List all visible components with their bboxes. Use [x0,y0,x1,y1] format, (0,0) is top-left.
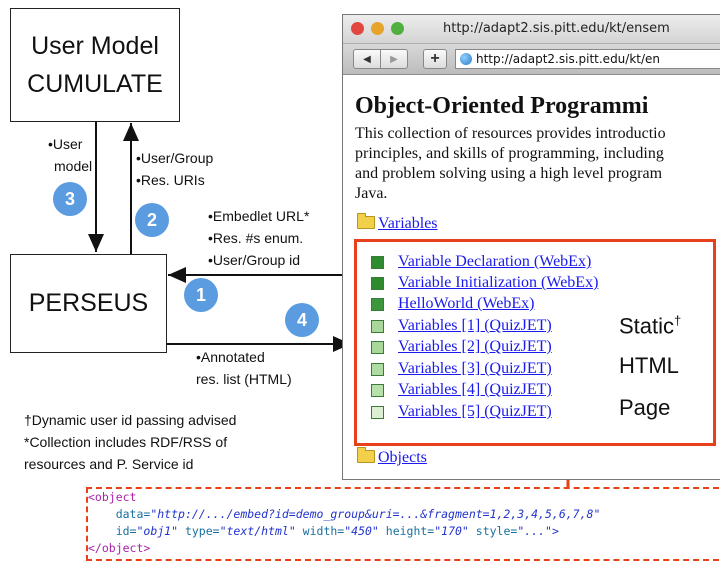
list-item[interactable]: Variables [1] (QuizJET) [371,316,552,336]
dagger-mark: † [674,313,682,328]
list-item[interactable]: HelloWorld (WebEx) [371,294,535,314]
minimize-window-icon[interactable] [371,22,384,35]
user-model-box: User Model CUMULATE [10,8,180,122]
progress-square-icon [371,340,384,354]
globe-icon [460,53,472,65]
description-line-3: and problem solving using a high level p… [355,165,663,182]
user-model-title: User Model [31,32,159,60]
progress-square-icon [371,276,384,290]
static-label-text: Static [619,313,675,339]
folder-variables[interactable]: Variables [357,213,438,233]
label-annotated: •Annotated [196,349,265,365]
step-4-badge: 4 [285,303,319,337]
code-style-value: "..."> [517,524,559,538]
perseus-label: PERSEUS [28,289,149,317]
progress-square-icon [371,255,384,269]
list-item[interactable]: Variables [5] (QuizJET) [371,402,552,422]
code-id-attr: id= [115,524,137,538]
resource-link[interactable]: Variables [3] (QuizJET) [398,360,552,377]
static-label: Static† [619,313,681,339]
html-label: HTML [619,353,679,378]
code-open-tag: <object [88,490,137,504]
code-style-attr: style= [468,524,518,538]
description-line-2: principles, and skills of programming, i… [355,145,664,162]
resource-link[interactable]: Variables [1] (QuizJET) [398,317,552,334]
close-window-icon[interactable] [351,22,364,35]
folder-objects[interactable]: Objects [357,447,427,467]
code-close-tag: </object> [88,541,151,555]
folder-variables-link[interactable]: Variables [378,215,438,232]
browser-titlebar: http://adapt2.sis.pitt.edu/kt/ensem [343,15,720,44]
folder-objects-link[interactable]: Objects [378,449,427,466]
code-data-value: "http://.../embed?id=demo_group&uri=...&… [150,507,601,521]
window-title: http://adapt2.sis.pitt.edu/kt/ensem [443,21,670,36]
label-res-enum: •Res. #s enum. [208,230,304,246]
browser-window: http://adapt2.sis.pitt.edu/kt/ensem ◀ ▶ … [342,14,720,480]
resource-link[interactable]: Variable Initialization (WebEx) [398,274,599,291]
resource-link[interactable]: Variables [5] (QuizJET) [398,403,552,420]
add-bookmark-button[interactable]: + [423,49,447,69]
step-3-badge: 3 [53,182,87,216]
code-type-attr: type= [178,524,220,538]
label-user-group-id: •User/Group id [208,252,301,268]
address-text: http://adapt2.sis.pitt.edu/kt/en [476,52,661,66]
code-height-attr: height= [378,524,435,538]
resource-link[interactable]: Variables [2] (QuizJET) [398,338,552,355]
label-res-uris: •Res. URIs [136,172,205,188]
browser-toolbar: ◀ ▶ + http://adapt2.sis.pitt.edu/kt/en [343,44,720,75]
embed-code-snippet: <object data="http://.../embed?id=demo_g… [86,487,719,561]
back-button[interactable]: ◀ [353,49,381,69]
step-1-badge: 1 [184,278,218,312]
resource-link[interactable]: Variable Declaration (WebEx) [398,253,592,270]
footnote-resources: resources and P. Service id [24,456,194,472]
label-user: •User [48,136,83,152]
code-width-attr: width= [295,524,345,538]
list-item[interactable]: Variables [3] (QuizJET) [371,359,552,379]
description-line-4: Java. [355,185,388,202]
label-user-group: •User/Group [136,150,214,166]
progress-square-icon [371,297,384,311]
resource-list-box: Variable Declaration (WebEx) Variable In… [354,239,716,446]
perseus-box: PERSEUS [10,254,167,353]
user-model-subtitle: CUMULATE [27,70,163,98]
folder-icon [357,213,375,229]
list-item[interactable]: Variables [2] (QuizJET) [371,337,552,357]
progress-square-icon [371,405,384,419]
label-model: model [54,158,93,174]
address-bar[interactable]: http://adapt2.sis.pitt.edu/kt/en [455,49,720,69]
page-label: Page [619,395,671,420]
list-item[interactable]: Variables [4] (QuizJET) [371,380,552,400]
progress-square-icon [371,383,384,397]
footnote-collection: *Collection includes RDF/RSS of [24,434,228,450]
page-title: Object-Oriented Programmi [355,93,649,119]
code-height-value: "170" [434,524,469,538]
label-res-list: res. list (HTML) [196,371,292,387]
code-type-value: "text/html" [219,524,296,538]
list-item[interactable]: Variable Declaration (WebEx) [371,252,591,272]
code-id-value: "obj1" [136,524,179,538]
footnote-dynamic-user: †Dynamic user id passing advised [24,412,237,428]
forward-button[interactable]: ▶ [380,49,408,69]
resource-link[interactable]: HelloWorld (WebEx) [398,295,535,312]
progress-square-icon [371,319,384,333]
code-width-value: "450" [344,524,379,538]
folder-icon [357,447,375,463]
zoom-window-icon[interactable] [391,22,404,35]
label-embedlet-url: •Embedlet URL* [208,208,310,224]
description-line-1: This collection of resources provides in… [355,125,666,142]
step-2-badge: 2 [135,203,169,237]
progress-square-icon [371,362,384,376]
resource-link[interactable]: Variables [4] (QuizJET) [398,381,552,398]
code-data-attr: data= [115,507,151,521]
list-item[interactable]: Variable Initialization (WebEx) [371,273,598,293]
